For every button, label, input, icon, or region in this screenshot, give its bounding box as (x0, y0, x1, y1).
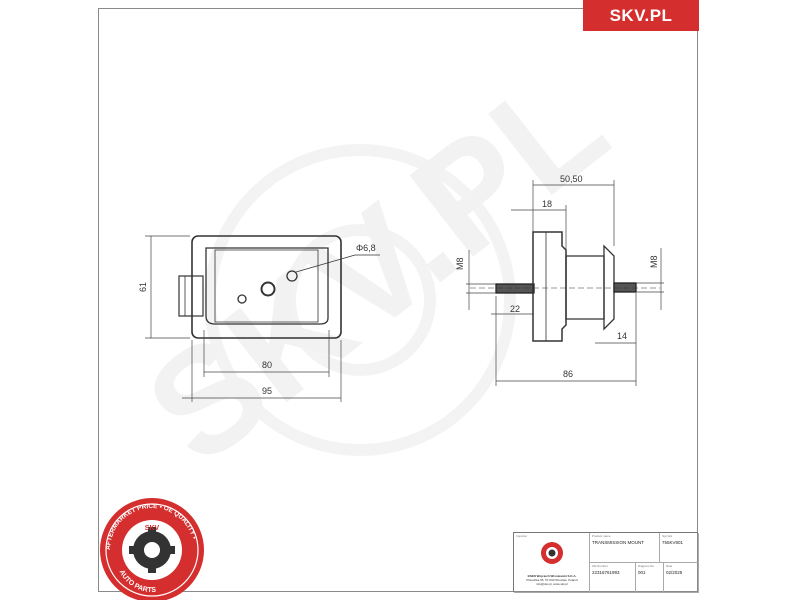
seal-name: SKV (145, 525, 160, 532)
hole-left (237, 294, 247, 304)
flange-body (532, 231, 567, 342)
drawing-sheet (98, 8, 698, 592)
mount-cap (603, 244, 615, 331)
importer-cell: Importer ESEN Wojciech Wisniewski S.K.A.… (514, 533, 590, 593)
mount-body (565, 255, 605, 320)
symbol-cell: Symbol 755KV801 (660, 533, 699, 563)
company-name: ESEN Wojciech Wisniewski S.K.A. (527, 574, 577, 578)
inner-width-label: 80 (262, 360, 272, 370)
stud-right-label: 14 (617, 331, 627, 341)
title-block: Importer ESEN Wojciech Wisniewski S.K.A.… (513, 532, 699, 593)
top-width-label: 50,50 (560, 174, 583, 184)
brand-logo: SKV.PL (583, 0, 699, 31)
side-dimensions (466, 180, 664, 386)
date-label: Date (666, 564, 673, 568)
product-name: TRANSMISSION MOUNT (592, 540, 645, 545)
side-tab (178, 275, 204, 317)
importer-address: ESEN Wojciech Wisniewski S.K.A. Pilsudzk… (517, 574, 587, 586)
thread-right-label: M8 (649, 255, 659, 268)
oe-cell: OE Number 22316761993 (590, 563, 636, 593)
watermark-gear-icon (204, 144, 516, 456)
flange-label: 18 (542, 199, 552, 209)
product-name-cell: Product name TRANSMISSION MOUNT (590, 533, 660, 563)
brand-label: SKV.PL (609, 5, 673, 25)
oe-label: OE Number (592, 564, 608, 568)
hole-diameter-label: Φ6,8 (356, 243, 376, 253)
side-view (470, 231, 660, 342)
hole-right (286, 270, 298, 282)
height-label: 61 (138, 282, 148, 292)
front-dimensions (145, 235, 342, 402)
symbol-label: Symbol (662, 534, 673, 538)
importer-logo-icon (541, 542, 563, 564)
stud-left-label: 22 (510, 304, 520, 314)
oe-number: 22316761993 (592, 570, 620, 575)
center-bolt (260, 281, 276, 297)
company-address: Pilsudzka 65, 57-600 Wroclaw, Poland (526, 578, 578, 582)
housing-plate (214, 249, 319, 323)
date-cell: Date 02/2025 (664, 563, 699, 593)
stud-left (495, 283, 535, 294)
page-label: Diagram No. (638, 564, 655, 568)
front-view (178, 235, 380, 339)
housing-outer (191, 235, 342, 339)
date-value: 02/2025 (666, 570, 683, 575)
watermark: SKV.PL (116, 38, 636, 495)
skv-seal: AFTERMARKET PRICE • OE QUALITY • SKV AUT… (100, 498, 204, 600)
company-contact: info@skv.pl, www.skv.pl (536, 582, 568, 586)
page-value: 001 (638, 570, 646, 575)
outer-width-label: 95 (262, 386, 272, 396)
seal-gear-icon (129, 527, 175, 573)
hole-leader (295, 254, 380, 273)
watermark-text: SKV.PL (116, 38, 636, 495)
thread-left-label: M8 (455, 257, 465, 270)
importer-label: Importer (516, 534, 528, 538)
symbol-value: 755KV801 (662, 540, 684, 545)
product-name-label: Product name (592, 534, 611, 538)
stud-right (613, 282, 637, 293)
total-length-label: 86 (563, 369, 573, 379)
page-cell: Diagram No. 001 (636, 563, 664, 593)
housing-inner (205, 247, 329, 325)
